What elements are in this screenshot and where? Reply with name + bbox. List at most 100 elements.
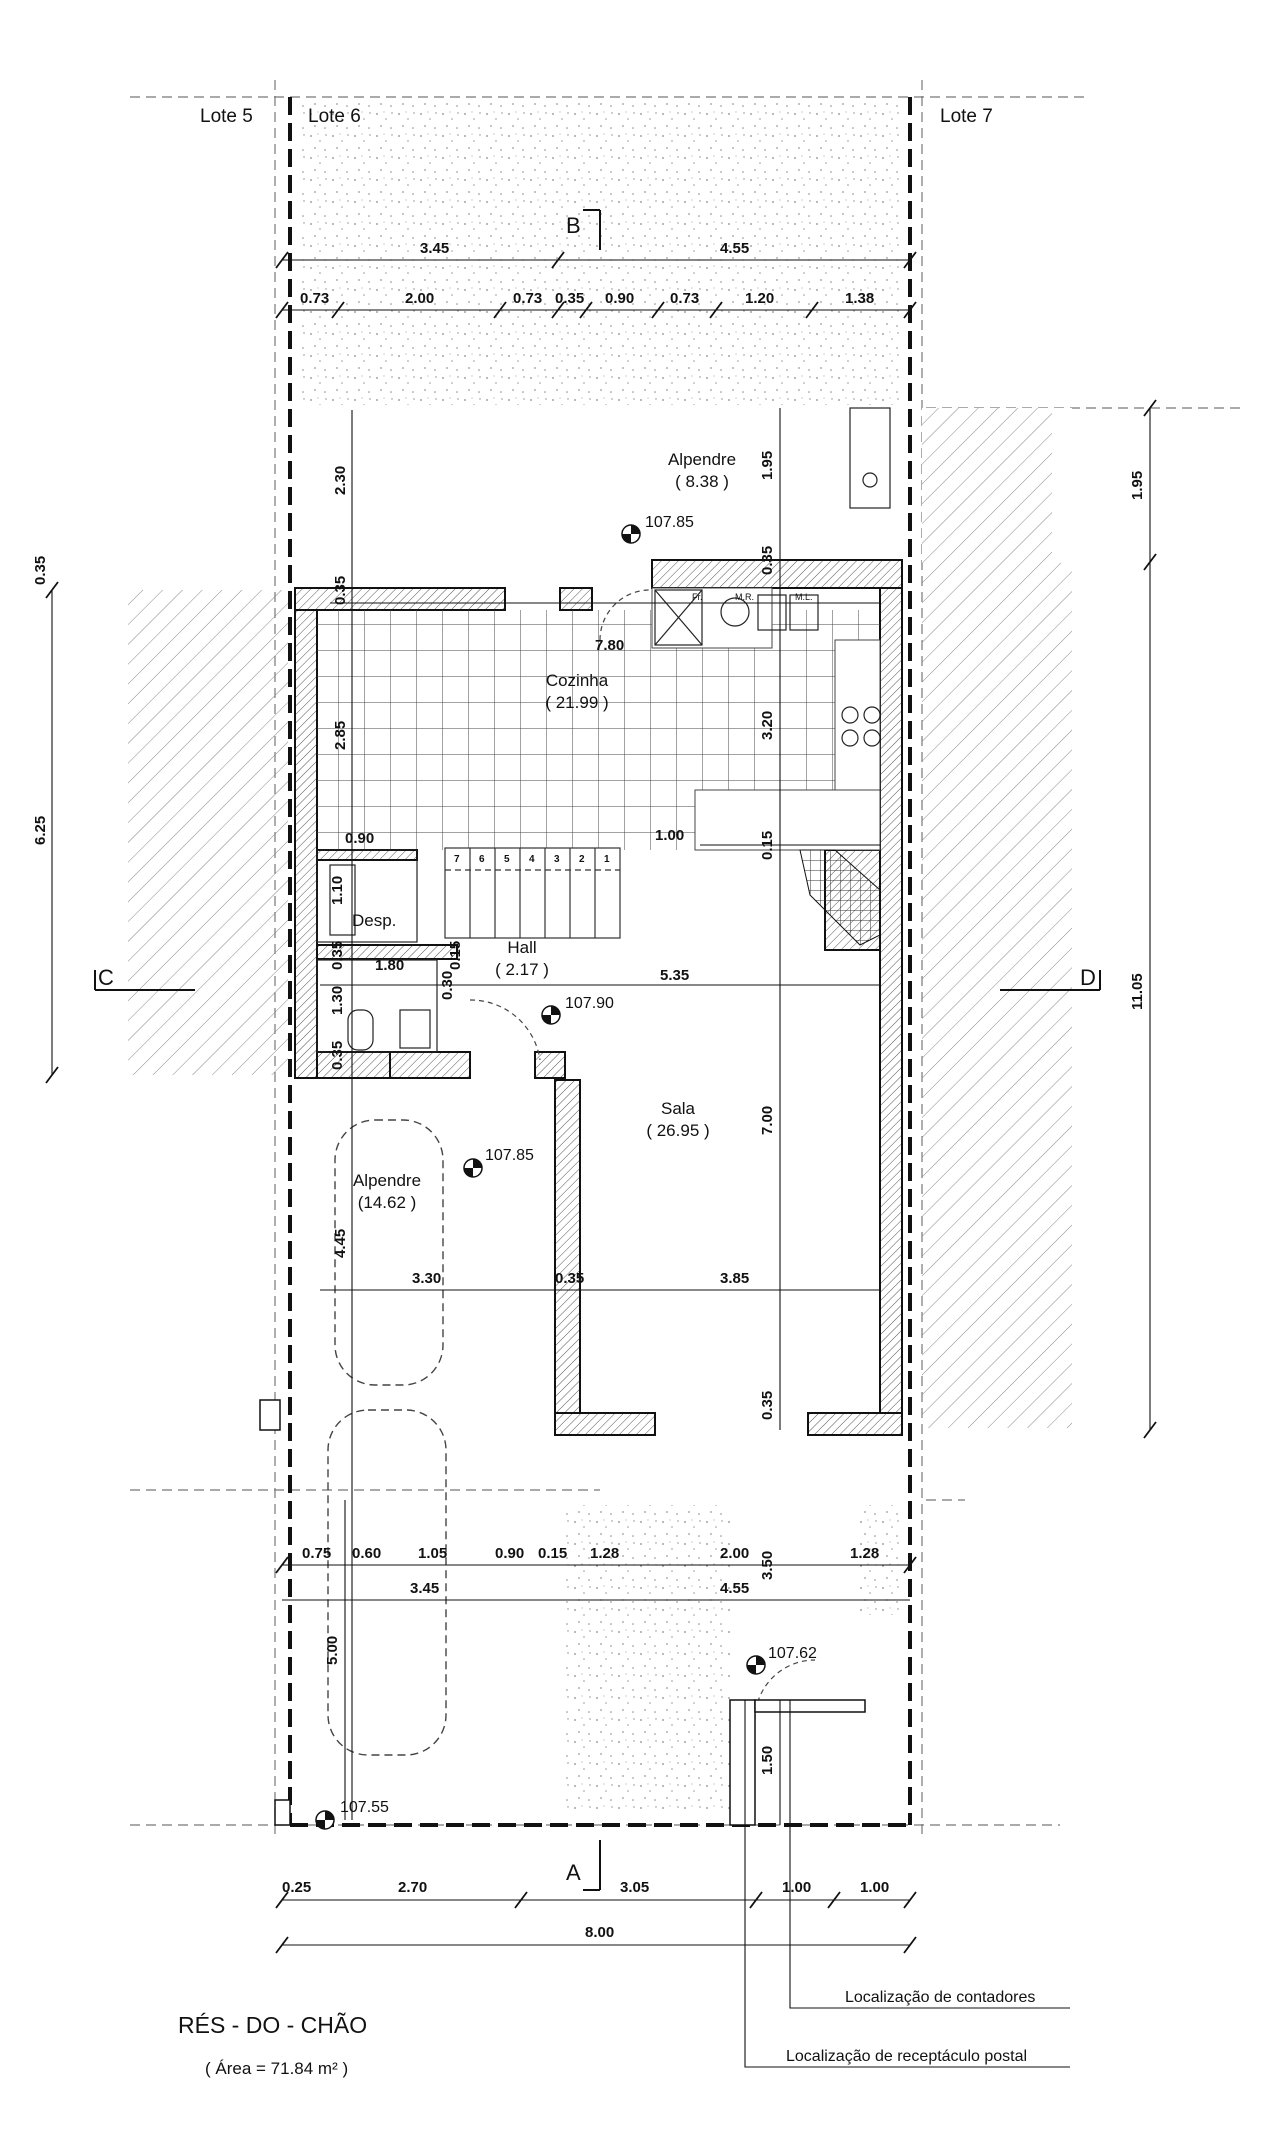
callout-mailbox: Localização de receptáculo postal bbox=[786, 2048, 1027, 2065]
dim-label: 2.00 bbox=[405, 290, 434, 307]
dim-label: 6.25 bbox=[32, 816, 49, 845]
dim-label: 1.28 bbox=[590, 1545, 619, 1562]
dim-label: 1.80 bbox=[375, 957, 404, 974]
room-name-alpendre-left: Alpendre bbox=[353, 1171, 421, 1190]
dim-label: 0.35 bbox=[32, 556, 49, 585]
section-markers bbox=[94, 209, 1101, 1891]
dim-label: 1.00 bbox=[655, 827, 684, 844]
dim-label: 3.45 bbox=[420, 240, 449, 257]
dim-label: 1.28 bbox=[850, 1545, 879, 1562]
dim-label: 0.35 bbox=[329, 1041, 346, 1070]
dim-label: 0.90 bbox=[605, 290, 634, 307]
fixture-label-fridge: Fr. bbox=[692, 592, 703, 602]
drawing-title: RÉS - DO - CHÃO bbox=[178, 2012, 367, 2038]
stair-step-number: 1 bbox=[604, 854, 610, 865]
dim-label: 5.00 bbox=[324, 1636, 341, 1665]
level-label: 107.55 bbox=[340, 1799, 389, 1816]
stair-step-number: 5 bbox=[504, 854, 510, 865]
room-area-alpendre-top: ( 8.38 ) bbox=[675, 472, 729, 491]
dim-label: 7.80 bbox=[595, 637, 624, 654]
level-label: 107.85 bbox=[645, 514, 694, 531]
dim-label: 3.30 bbox=[412, 1270, 441, 1287]
dim-label: 0.35 bbox=[759, 1391, 776, 1420]
section-label-c: C bbox=[98, 965, 114, 990]
dim-label: 3.45 bbox=[410, 1580, 439, 1597]
section-label-a: A bbox=[566, 1860, 581, 1885]
dim-label: 1.00 bbox=[860, 1879, 889, 1896]
dim-label: 0.15 bbox=[538, 1545, 567, 1562]
callout-leaders bbox=[744, 1700, 1070, 2068]
stair-step-number: 3 bbox=[554, 854, 560, 865]
dim-label: 5.35 bbox=[660, 967, 689, 984]
dim-label: 3.50 bbox=[759, 1551, 776, 1580]
level-label: 107.62 bbox=[768, 1645, 817, 1662]
stair-step-number: 4 bbox=[529, 854, 535, 865]
dim-label: 0.90 bbox=[345, 830, 374, 847]
stair-step-number: 7 bbox=[454, 854, 460, 865]
dim-label: 0.35 bbox=[555, 290, 584, 307]
section-label-d: D bbox=[1080, 965, 1096, 990]
dim-label: 1.05 bbox=[418, 1545, 447, 1562]
dim-label: 1.50 bbox=[759, 1746, 776, 1775]
dim-label: 0.35 bbox=[329, 941, 346, 970]
room-name-desp: Desp. bbox=[352, 911, 396, 930]
dimension-ticks bbox=[45, 251, 1157, 1954]
stair-step-number: 2 bbox=[579, 854, 585, 865]
room-area-cozinha: ( 21.99 ) bbox=[545, 693, 608, 712]
dim-label: 8.00 bbox=[585, 1924, 614, 1941]
room-area-sala: ( 26.95 ) bbox=[646, 1121, 709, 1140]
stair-step-number: 6 bbox=[479, 854, 485, 865]
dim-label: 0.15 bbox=[447, 941, 464, 970]
dim-label: 0.25 bbox=[282, 1879, 311, 1896]
stairs bbox=[444, 847, 621, 939]
dim-label: 2.00 bbox=[720, 1545, 749, 1562]
dim-label: 0.73 bbox=[300, 290, 329, 307]
dim-label: 2.85 bbox=[332, 721, 349, 750]
dim-label: 1.95 bbox=[1129, 471, 1146, 500]
car-outlines bbox=[327, 1119, 447, 1756]
dim-label: 1.00 bbox=[782, 1879, 811, 1896]
wc-fixtures bbox=[316, 849, 438, 1053]
callout-meters: Localização de contadores bbox=[845, 1989, 1035, 2006]
neighbour-building-left bbox=[128, 590, 288, 1075]
dim-label: 3.20 bbox=[759, 711, 776, 740]
dim-label: 0.35 bbox=[759, 546, 776, 575]
room-area-hall: ( 2.17 ) bbox=[495, 960, 549, 979]
room-name-cozinha: Cozinha bbox=[546, 671, 609, 690]
lot-label-left: Lote 5 bbox=[200, 106, 253, 127]
level-label: 107.85 bbox=[485, 1147, 534, 1164]
garden-rear bbox=[300, 100, 902, 405]
dim-label: 2.30 bbox=[332, 466, 349, 495]
dim-label: 0.75 bbox=[302, 1545, 331, 1562]
driveway bbox=[565, 1505, 730, 1810]
room-name-alpendre-top: Alpendre bbox=[668, 450, 736, 469]
dim-label: 3.05 bbox=[620, 1879, 649, 1896]
kitchen-fixtures bbox=[654, 407, 891, 747]
dim-label: 1.10 bbox=[329, 876, 346, 905]
lot-label-center: Lote 6 bbox=[308, 106, 361, 127]
dim-label: 4.45 bbox=[332, 1229, 349, 1258]
neighbour-building-right bbox=[922, 408, 1072, 1428]
room-name-hall: Hall bbox=[507, 938, 536, 957]
dim-label: 11.05 bbox=[1129, 973, 1146, 1010]
lot-label-right: Lote 7 bbox=[940, 106, 993, 127]
fireplace bbox=[799, 849, 881, 946]
walls bbox=[294, 559, 903, 1436]
dim-label: 7.00 bbox=[759, 1106, 776, 1135]
dim-label: 0.73 bbox=[513, 290, 542, 307]
dim-label: 1.30 bbox=[329, 986, 346, 1015]
fixture-label-washing-machine: M.R. bbox=[735, 592, 754, 602]
fixture-label-dishwasher: M.L. bbox=[795, 592, 813, 602]
dim-label: 0.60 bbox=[352, 1545, 381, 1562]
room-area-alpendre-left: (14.62 ) bbox=[358, 1193, 417, 1212]
dimension-lines bbox=[51, 259, 1151, 1946]
dim-label: 0.73 bbox=[670, 290, 699, 307]
dim-label: 0.35 bbox=[332, 576, 349, 605]
dim-label: 4.55 bbox=[720, 1580, 749, 1597]
room-name-sala: Sala bbox=[661, 1099, 696, 1118]
section-label-b: B bbox=[566, 213, 581, 238]
dim-label: 0.30 bbox=[439, 971, 456, 1000]
dim-label: 1.38 bbox=[845, 290, 874, 307]
dim-label: 0.15 bbox=[759, 831, 776, 860]
